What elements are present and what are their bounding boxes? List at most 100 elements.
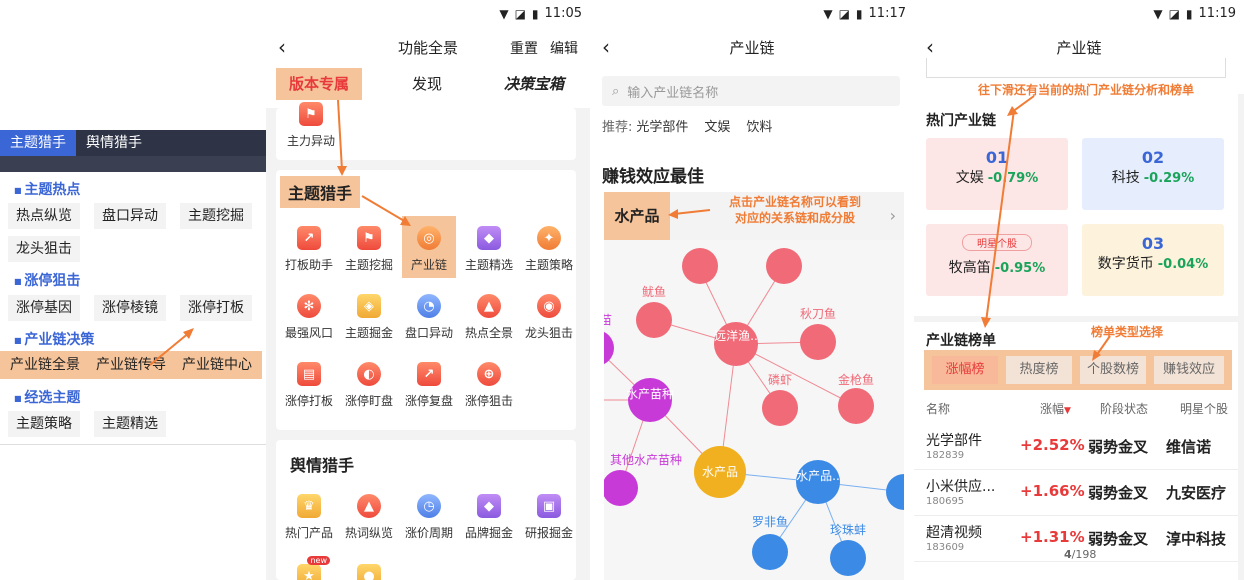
hot-chain-card[interactable]: 02 科技-0.29% <box>1082 138 1224 210</box>
function-item[interactable]: ⚑主题挖掘 <box>340 226 398 273</box>
status-bar: ▼ ◪ ▮ 11:19 <box>1153 6 1236 21</box>
recommend-item[interactable]: 饮料 <box>746 120 773 135</box>
stock-name: 牧高笛 <box>948 260 991 276</box>
function-item[interactable]: ✻最强风口 <box>280 294 338 341</box>
search-input[interactable] <box>926 58 1226 78</box>
tab-profit-effect[interactable]: 赚钱效应 <box>1154 356 1224 384</box>
graph-svg: 鱿鱼 远洋渔.. 秋刀鱼 磷虾 金枪鱼 水产苗种 其他水产苗种 水产品 水产品.… <box>590 248 914 576</box>
sector-row[interactable]: 水产品 › <box>604 192 904 240</box>
tab-stock-count[interactable]: 个股数榜 <box>1080 356 1146 384</box>
coin-icon: ● <box>357 564 381 580</box>
menu-button[interactable]: 热点纵览 <box>8 203 80 229</box>
tab-exclusive[interactable]: 版本专属 <box>276 68 362 100</box>
menu-button[interactable]: 涨停打板 <box>180 295 252 321</box>
menu-button[interactable]: 主题精选 <box>94 411 166 437</box>
function-item[interactable]: ⚑ 主力异动 <box>282 102 340 149</box>
tab-discover[interactable]: 发现 <box>412 75 443 93</box>
col-name[interactable]: 名称 <box>926 402 951 416</box>
node-label: 水产品.. <box>796 469 840 483</box>
chain-change: -0.79% <box>987 171 1039 186</box>
function-item[interactable]: ◐涨停盯盘 <box>340 362 398 409</box>
function-item[interactable]: ♛热门产品 <box>280 494 338 541</box>
menu-button[interactable]: 主题策略 <box>8 411 80 437</box>
tab-decision-box[interactable]: 决策宝箱 <box>504 75 565 93</box>
card-sentiment-hunter: 舆情猎手 ♛热门产品 ▲热词纵览 ◷涨价周期 ◆品牌掘金 ▣研报掘金 ★ ● n… <box>276 440 576 580</box>
section-title: 经选主题 <box>14 387 80 407</box>
row-name: 超清视频 <box>926 525 982 541</box>
section-title: 热门产业链 <box>926 113 996 129</box>
function-item[interactable]: ⊕涨停狙击 <box>460 362 518 409</box>
recommend-item[interactable]: 文娱 <box>704 120 731 135</box>
function-item[interactable]: ◷涨价周期 <box>400 494 458 541</box>
menu-button[interactable]: 涨停基因 <box>8 295 80 321</box>
tab-heat[interactable]: 热度榜 <box>1006 356 1072 384</box>
bulb-icon: ✦ <box>537 226 561 250</box>
pager-current: 4 <box>1064 548 1072 561</box>
chevron-right-icon: › <box>889 206 896 225</box>
function-item[interactable]: ▤涨停打板 <box>280 362 338 409</box>
star-stock-card[interactable]: 明星个股 牧高笛-0.95% <box>926 224 1068 296</box>
row-code: 182839 <box>926 450 965 461</box>
recommend-item[interactable]: 光学部件 <box>636 120 689 135</box>
p1-tab-theme[interactable]: 主题猎手 <box>0 130 76 156</box>
menu-button[interactable]: 主题挖掘 <box>180 203 252 229</box>
battery-icon: ▮ <box>1185 6 1193 21</box>
function-item[interactable]: ✦主题策略 <box>520 226 578 273</box>
col-star[interactable]: 明星个股 <box>1180 402 1229 416</box>
menu-button[interactable]: 产业链传导 <box>96 357 166 373</box>
rank-number: 02 <box>1141 148 1165 167</box>
menu-button[interactable]: 龙头狙击 <box>8 236 80 262</box>
relationship-graph[interactable]: 鱿鱼 远洋渔.. 秋刀鱼 磷虾 金枪鱼 水产苗种 其他水产苗种 水产品 水产品.… <box>590 240 914 580</box>
reset-button[interactable]: 重置 <box>510 41 538 57</box>
function-item[interactable]: ▣研报掘金 <box>520 494 578 541</box>
sector-name[interactable]: 水产品 <box>604 192 670 240</box>
back-icon[interactable]: ‹ <box>602 35 610 59</box>
node-label: 秋刀鱼 <box>800 307 836 321</box>
table-row[interactable]: 超清视频 183609 +1.31% 弱势金叉 淳中科技 <box>914 516 1238 562</box>
function-item[interactable]: ◈主题掘金 <box>340 294 398 341</box>
chain-icon: ◎ <box>417 226 441 250</box>
tab-gain[interactable]: 涨幅榜 <box>932 356 998 384</box>
function-item[interactable]: ▲热点全景 <box>460 294 518 341</box>
fan-icon: ✻ <box>297 294 321 318</box>
function-item[interactable]: ◔盘口异动 <box>400 294 458 341</box>
back-icon[interactable]: ‹ <box>278 35 286 59</box>
table-header: 名称 涨幅▼ 阶段状态 明星个股 <box>914 398 1238 420</box>
function-item[interactable]: ↗打板助手 <box>280 226 338 273</box>
function-item[interactable]: ▲热词纵览 <box>340 494 398 541</box>
hot-chain-card[interactable]: 03 数字货币-0.04% <box>1082 224 1224 296</box>
panel-industry-chain: ▼ ◪ ▮ 11:17 ‹ 产业链 ⌕ 输入产业链名称 推荐: 光学部件 文娱 … <box>590 0 914 580</box>
function-item[interactable]: ◉龙头狙击 <box>520 294 578 341</box>
function-item[interactable]: ◆主题精选 <box>460 226 518 273</box>
col-change[interactable]: 涨幅▼ <box>1040 402 1071 416</box>
function-item[interactable]: ● <box>340 564 398 580</box>
col-state[interactable]: 阶段状态 <box>1100 402 1149 416</box>
hot-chain-card[interactable]: 01 文娱-0.79% <box>926 138 1068 210</box>
p1-tab-sentiment[interactable]: 舆情猎手 <box>86 135 142 151</box>
menu-button[interactable]: 盘口异动 <box>94 203 166 229</box>
clock: 11:19 <box>1198 6 1236 21</box>
clock: 11:17 <box>868 6 906 21</box>
function-item[interactable]: ★ <box>280 564 338 580</box>
row-star: 淳中科技 <box>1166 530 1227 548</box>
signal-icon: ◪ <box>1168 6 1180 21</box>
row-state: 弱势金叉 <box>1088 438 1149 456</box>
table-row[interactable]: 光学部件 182839 +2.52% 弱势金叉 维信诺 <box>914 424 1238 470</box>
edit-button[interactable]: 编辑 <box>550 41 578 57</box>
row-change: +2.52% <box>1020 436 1085 454</box>
back-icon[interactable]: ‹ <box>926 35 934 59</box>
function-item-industry-chain[interactable]: ◎产业链 <box>400 226 458 273</box>
menu-button[interactable]: 产业链全景 <box>10 357 80 373</box>
table-row[interactable]: 小米供应... 180695 +1.66% 弱势金叉 九安医疗 <box>914 470 1238 516</box>
function-item[interactable]: ↗涨停复盘 <box>400 362 458 409</box>
function-item[interactable]: ◆品牌掘金 <box>460 494 518 541</box>
wifi-icon: ▼ <box>1153 6 1163 21</box>
menu-button[interactable]: 涨停棱镜 <box>94 295 166 321</box>
p2-tab-bar: 版本专属 发现 决策宝箱 <box>266 68 590 100</box>
node-label: 其他水产苗种 <box>610 453 682 467</box>
search-input[interactable]: ⌕ 输入产业链名称 <box>602 76 900 106</box>
annotation-arrow <box>149 328 194 366</box>
menu-button[interactable]: 产业链中心 <box>182 357 252 373</box>
search-icon: ⌕ <box>612 83 620 99</box>
crosshair-icon: ⊕ <box>477 362 501 386</box>
